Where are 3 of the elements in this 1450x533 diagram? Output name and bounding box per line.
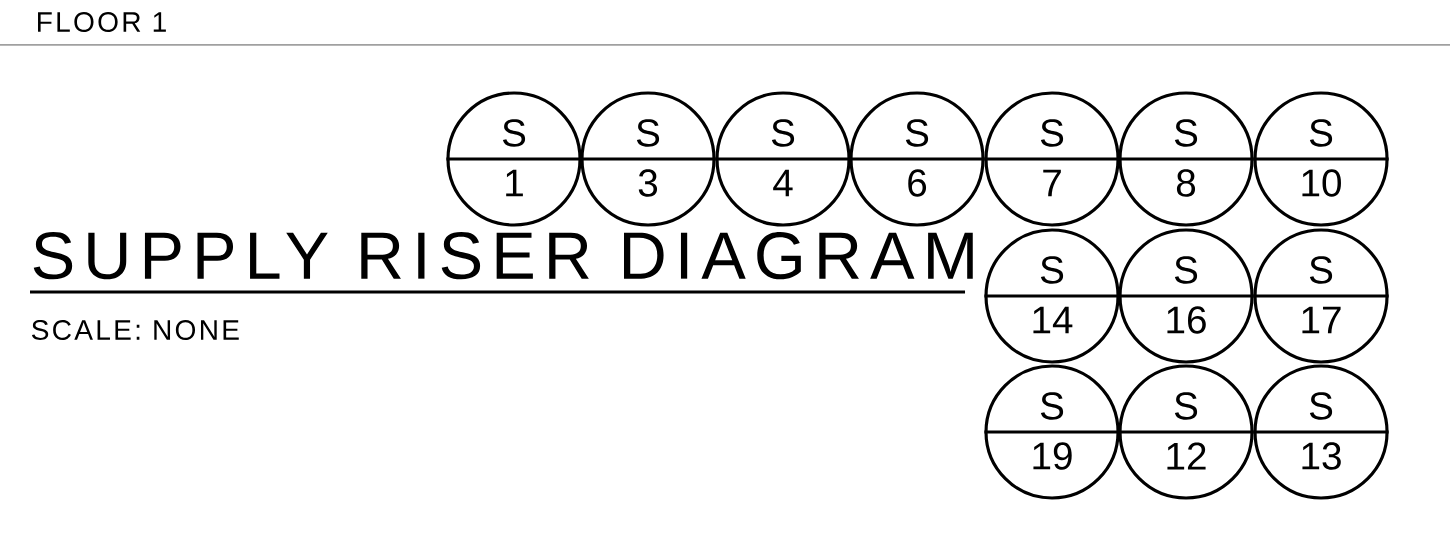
diagram-title: SUPPLY RISER DIAGRAM	[33, 232, 973, 280]
note-text: FLOOR 1	[38, 12, 166, 32]
note-text: SCALE: NONE	[31, 320, 239, 340]
